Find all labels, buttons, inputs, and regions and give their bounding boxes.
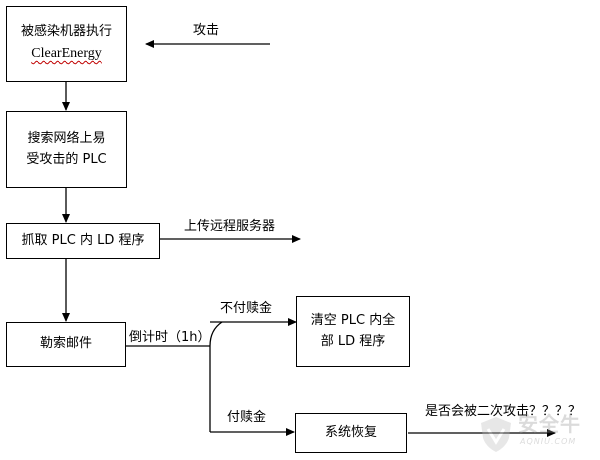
watermark-text: 安全牛 [518, 412, 581, 436]
execute-line2: ClearEnergy [31, 46, 102, 62]
wipe-line1: 清空 PLC 内全 [310, 312, 396, 328]
capture-label: 抓取 PLC 内 LD 程序 [21, 232, 145, 248]
box-ransom-email: 勒索邮件 [6, 322, 126, 367]
wipe-line2: 部 LD 程序 [320, 333, 386, 349]
box-wipe-ld: 清空 PLC 内全 部 LD 程序 [296, 296, 410, 367]
arrow-branch-top [209, 321, 223, 347]
ransom-label: 勒索邮件 [39, 336, 92, 352]
label-countdown: 倒计时（1h） [129, 330, 211, 345]
search-line2: 受攻击的 PLC [26, 151, 107, 167]
label-pay: 付赎金 [227, 410, 267, 425]
execute-line1: 被感染机器执行 [20, 24, 112, 40]
watermark-subtext: AQNIU.COM [520, 437, 577, 446]
label-upload-remote-server: 上传远程服务器 [184, 219, 276, 234]
label-attack: 攻击 [193, 23, 220, 38]
restore-label: 系统恢复 [324, 424, 377, 440]
search-line1: 搜索网络上易 [27, 130, 106, 146]
label-no-pay: 不付赎金 [220, 301, 273, 316]
box-system-restore: 系统恢复 [295, 413, 407, 453]
watermark-logo: 安全牛 AQNIU.COM [476, 414, 592, 454]
shield-icon [481, 417, 511, 452]
box-capture-ld: 抓取 PLC 内 LD 程序 [6, 223, 160, 259]
box-search-plc: 搜索网络上易 受攻击的 PLC [6, 111, 127, 188]
box-execute-clearenergy: 被感染机器执行 ClearEnergy [6, 6, 127, 82]
label-second-attack-question: 是否会被二次攻击？？？？ [425, 404, 582, 419]
